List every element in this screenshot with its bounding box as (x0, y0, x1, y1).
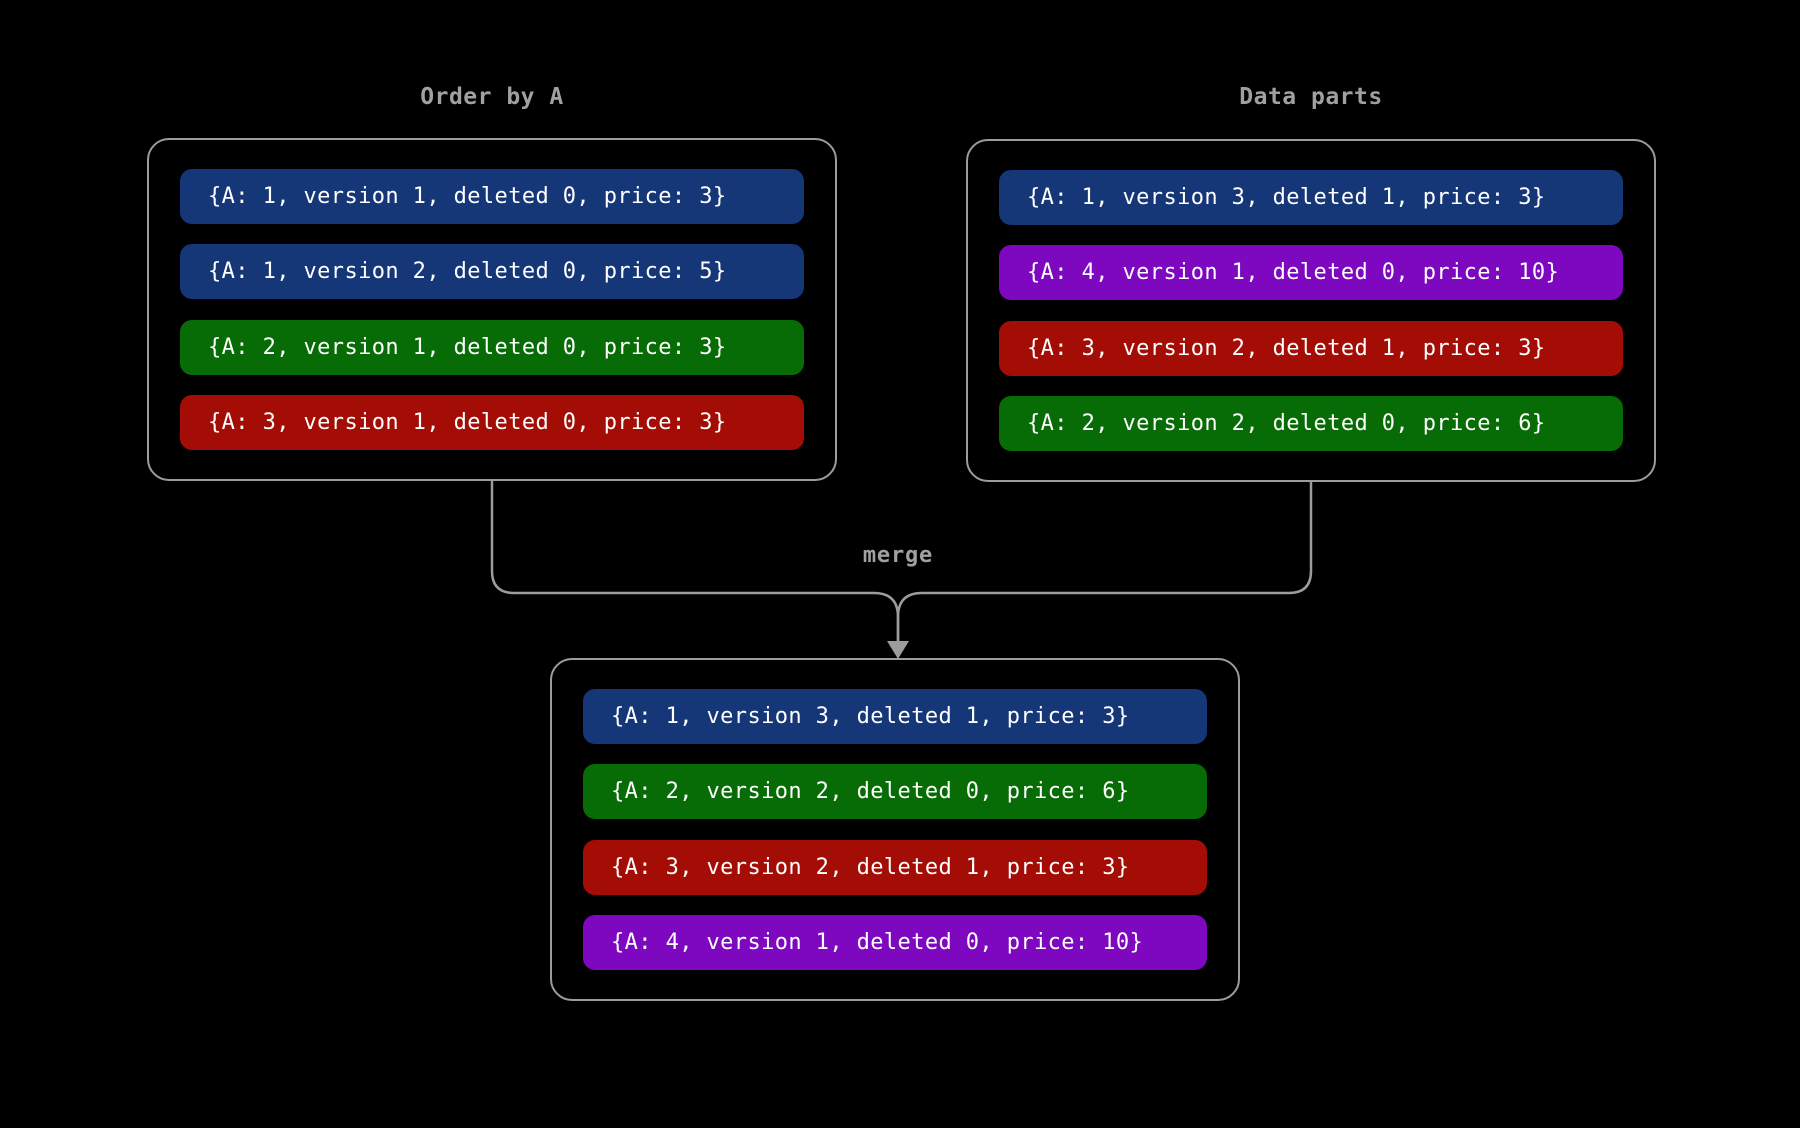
data-row: {A: 3, version 2, deleted 1, price: 3} (999, 320, 1623, 376)
data-parts-title: Data parts (1239, 84, 1383, 110)
data-row: {A: 2, version 2, deleted 0, price: 6} (999, 395, 1623, 451)
order-by-a-panel: {A: 1, version 1, deleted 0, price: 3} {… (147, 138, 837, 481)
order-by-a-title: Order by A (420, 84, 564, 110)
data-row: {A: 4, version 1, deleted 0, price: 10} (999, 245, 1623, 301)
data-row: {A: 1, version 3, deleted 1, price: 3} (999, 170, 1623, 225)
data-parts-panel: {A: 1, version 3, deleted 1, price: 3} {… (966, 139, 1656, 482)
data-row: {A: 4, version 1, deleted 0, price: 10} (583, 914, 1207, 970)
merged-result-panel: {A: 1, version 3, deleted 1, price: 3} {… (550, 658, 1240, 1001)
data-row: {A: 1, version 3, deleted 1, price: 3} (583, 689, 1207, 744)
data-row: {A: 2, version 1, deleted 0, price: 3} (180, 319, 804, 375)
data-row: {A: 1, version 2, deleted 0, price: 5} (180, 244, 804, 300)
data-row: {A: 3, version 1, deleted 0, price: 3} (180, 394, 804, 450)
merge-label: merge (862, 543, 934, 568)
data-row: {A: 2, version 2, deleted 0, price: 6} (583, 764, 1207, 820)
arrow-down-icon (887, 641, 909, 659)
data-row: {A: 3, version 2, deleted 1, price: 3} (583, 839, 1207, 895)
data-row: {A: 1, version 1, deleted 0, price: 3} (180, 169, 804, 224)
